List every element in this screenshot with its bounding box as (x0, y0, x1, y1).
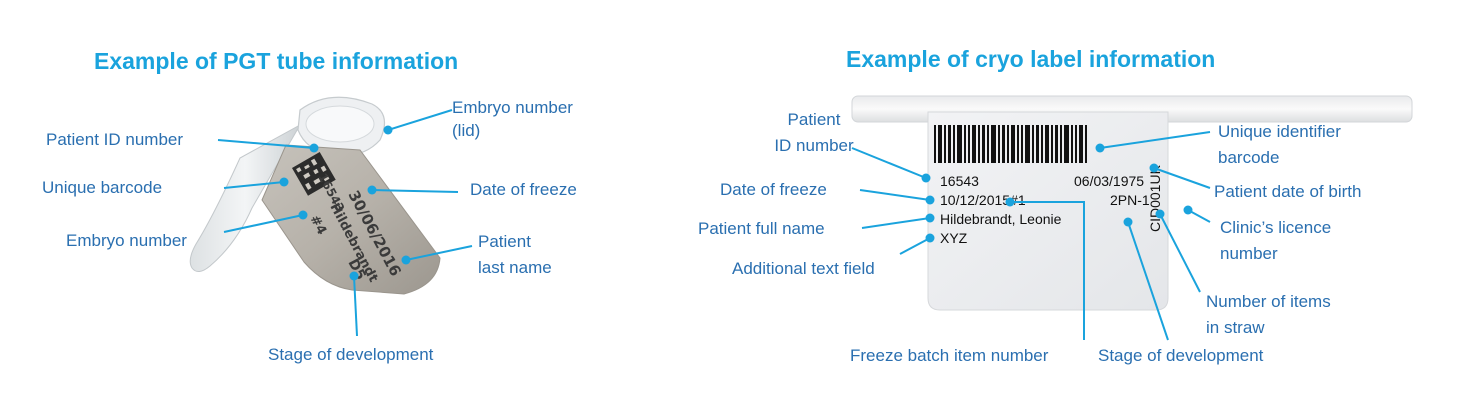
pgt-label-unique-barcode: Unique barcode (42, 178, 163, 197)
pgt-leader-lines (217, 109, 473, 337)
pgt-label-patient-last: Patient last name (478, 230, 552, 279)
cryo-label-date: 10/12/2015#1 (940, 192, 1026, 208)
line-cryo-uid (1099, 131, 1211, 149)
cryo-caption-date-freeze: Date of freeze (720, 180, 827, 199)
line-cryo-items (1159, 213, 1201, 293)
cryo-straw-label: 16543 10/12/2015#1 Hildebrandt, Leonie X… (851, 95, 1413, 311)
cryo-barcode (934, 125, 1087, 163)
line-cryo-batch (1010, 201, 1085, 340)
cryo-caption-additional: Additional text field (732, 259, 875, 278)
cryo-label-name: Hildebrandt, Leonie (940, 211, 1062, 227)
cryo-label-clinic: CID001UK (1147, 164, 1163, 232)
cryo-leader-lines (851, 131, 1211, 341)
cryo-label-extra: XYZ (940, 230, 968, 246)
line-cryo-dob (1153, 167, 1211, 189)
cryo-label-patient-id-caption: Patient ID number (762, 108, 866, 157)
cryo-caption-items: Number of items in straw (1206, 290, 1331, 339)
cryo-label-id: 16543 (940, 173, 979, 189)
line-stage (353, 275, 358, 337)
line-cryo-additional (899, 237, 931, 255)
line-cryo-full-name (861, 217, 931, 229)
line-cryo-stage (1127, 221, 1169, 341)
cryo-label-dob: 06/03/1975 (1074, 173, 1144, 189)
cryo-caption-uid-line1: Unique identifier (1218, 122, 1341, 141)
cryo-label-items: 2PN-1 (1110, 192, 1150, 208)
cryo-caption-items-line2: in straw (1206, 318, 1265, 337)
line-patient-id (217, 139, 315, 149)
cryo-caption-items-line1: Number of items (1206, 292, 1331, 311)
line-date-freeze (371, 189, 459, 193)
cryo-caption-dob: Patient date of birth (1214, 182, 1362, 201)
cryo-caption-stage: Stage of development (1098, 346, 1264, 365)
cryo-caption-licence-line1: Clinic’s licence (1220, 218, 1332, 237)
cryo-caption-full-name: Patient full name (698, 219, 825, 238)
line-embryo-lid (387, 109, 453, 131)
cryo-title: Example of cryo label information (846, 46, 1216, 72)
pgt-label-patient-id: Patient ID number (46, 130, 184, 149)
cryo-caption-uid: Unique identifier barcode (1218, 120, 1341, 169)
line-unique-barcode (223, 181, 285, 189)
tube-datamatrix (292, 152, 336, 196)
pgt-label-patient-last-line1: Patient (478, 232, 531, 251)
cryo-caption-patient-id-line2: ID number (774, 136, 854, 155)
cryo-caption-licence: Clinic’s licence number (1220, 216, 1331, 265)
pgt-label-date-freeze: Date of freeze (470, 180, 577, 199)
cryo-caption-licence-line2: number (1220, 244, 1278, 263)
cryo-caption-batch: Freeze batch item number (850, 346, 1049, 365)
pgt-label-patient-last-line2: last name (478, 258, 552, 277)
line-cryo-date (859, 189, 931, 201)
pgt-label-embryo-lid-line1: Embryo number (452, 98, 573, 117)
pgt-label-embryo-number: Embryo number (66, 231, 187, 250)
line-cryo-patient-id (851, 147, 927, 179)
pgt-label-embryo-lid-line2: (lid) (452, 121, 481, 140)
pgt-label-embryo-lid: Embryo number (lid) (452, 96, 573, 142)
pgt-title: Example of PGT tube information (94, 48, 459, 74)
line-embryo-number (223, 214, 304, 233)
line-patient-last (405, 245, 473, 261)
pgt-tube: 16543 30/06/2016 Hildebrandt #4 D5 (189, 96, 441, 295)
cryo-caption-patient-id-line1: Patient (787, 110, 841, 129)
pgt-label-stage: Stage of development (268, 345, 434, 364)
cryo-caption-uid-line2: barcode (1218, 148, 1280, 167)
